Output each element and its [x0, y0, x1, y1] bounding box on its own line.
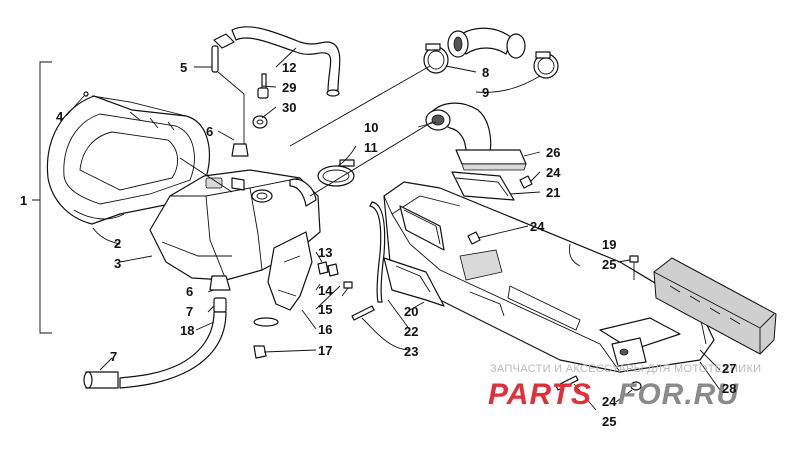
nut-14 [327, 263, 339, 277]
watermark-brand-left: PARTS [488, 378, 592, 411]
callout-25a: 25 [602, 257, 616, 272]
callout-28: 28 [722, 381, 736, 396]
airbox-cover [46, 91, 210, 225]
group-bracket [32, 61, 52, 334]
callout-5: 5 [180, 60, 187, 75]
callout-19: 19 [602, 237, 616, 252]
callout-9: 9 [482, 85, 489, 100]
bracket-20 [383, 257, 445, 307]
silencer-duct [383, 181, 715, 373]
leader-lines [65, 47, 721, 411]
hose-clamp-right [533, 51, 559, 79]
clamp-11 [317, 159, 355, 187]
nut-24-lower [630, 381, 642, 391]
callout-25b: 25 [602, 414, 616, 429]
callout-13: 13 [318, 245, 332, 260]
grommet-6-upper [231, 143, 249, 157]
callout-12: 12 [282, 60, 296, 75]
grommet-6-lower [209, 275, 231, 291]
callout-14: 14 [318, 283, 333, 298]
grommet-30 [252, 115, 268, 129]
callout-4: 4 [56, 109, 64, 124]
rod-22 [369, 201, 386, 303]
callout-6b: 6 [186, 284, 193, 299]
callout-2: 2 [114, 236, 121, 251]
screw-15 [341, 281, 353, 297]
assembly-lines [179, 65, 433, 197]
callout-26: 26 [546, 145, 560, 160]
callouts: 1 2 3 4 5 6 6 7 7 8 9 10 11 12 13 14 15 … [20, 60, 736, 429]
callout-24a: 24 [546, 165, 561, 180]
plate-21 [451, 171, 515, 201]
callout-8: 8 [482, 65, 489, 80]
callout-17: 17 [318, 343, 332, 358]
bolt-13 [317, 261, 329, 275]
callout-15: 15 [318, 302, 332, 317]
callout-11: 11 [364, 140, 378, 155]
screw-23 [351, 305, 375, 321]
callout-3: 3 [114, 256, 121, 271]
callout-21: 21 [546, 185, 560, 200]
fitting-7-lower [83, 371, 119, 389]
nut-17 [253, 345, 267, 359]
callout-7b: 7 [186, 304, 193, 319]
callout-18: 18 [180, 323, 194, 338]
watermark-brand-right: FOR.RU [618, 378, 739, 411]
watermark-tagline: ЗАПЧАСТИ И АКСЕССУАРЫ ДЛЯ МОТОТЕХНИКИ [490, 363, 761, 375]
drain-hose [119, 311, 227, 389]
fitting-5 [211, 33, 235, 73]
nut-24-mid [467, 231, 481, 245]
callout-6a: 6 [206, 124, 213, 139]
callout-23: 23 [404, 344, 418, 359]
callout-10: 10 [364, 120, 378, 135]
callout-16: 16 [318, 322, 332, 337]
screw-25-lower [555, 375, 579, 391]
callout-30: 30 [282, 100, 296, 115]
callout-24b: 24 [530, 219, 545, 234]
hose-clamp-left [423, 43, 449, 74]
callout-24c: 24 [602, 394, 617, 409]
callout-22: 22 [404, 324, 418, 339]
callout-29: 29 [282, 80, 296, 95]
boot-26 [455, 149, 527, 171]
screw-25-upper [629, 255, 639, 280]
watermark: ЗАПЧАСТИ И АКСЕССУАРЫ ДЛЯ МОТОТЕХНИКИ PA… [488, 363, 761, 411]
callout-7a: 7 [110, 349, 117, 364]
foam-filter [653, 257, 777, 355]
intake-elbow [447, 27, 526, 59]
callout-20: 20 [404, 304, 418, 319]
callout-1: 1 [20, 193, 27, 208]
elbow-10 [425, 102, 492, 153]
fitting-7-upper [213, 297, 227, 313]
mount-bracket [253, 231, 313, 327]
nut-24-top [519, 175, 533, 189]
callout-27: 27 [722, 361, 736, 376]
